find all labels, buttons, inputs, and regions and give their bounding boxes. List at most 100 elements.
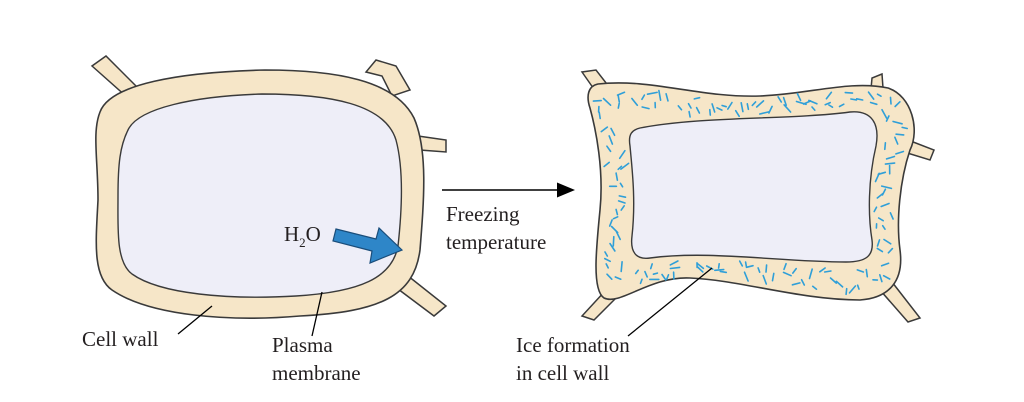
- transition: Freezing temperature: [442, 182, 575, 254]
- ice-crystal: [824, 101, 832, 106]
- ice-crystal: [885, 155, 896, 160]
- ice-crystal: [687, 102, 692, 109]
- ice-crystal: [616, 91, 626, 96]
- ice-crystal: [765, 264, 768, 273]
- ice-crystal: [865, 268, 869, 278]
- ice-crystal: [882, 274, 891, 280]
- ice-crystal: [895, 150, 905, 155]
- ice-crystal: [745, 264, 754, 269]
- water-label-tail: O: [306, 222, 321, 246]
- ice-crystal: [677, 105, 683, 111]
- ice-crystal: [791, 282, 801, 286]
- ice-crystal: [762, 274, 768, 285]
- ice-crystal: [848, 285, 857, 294]
- ice-crystals: [592, 89, 909, 296]
- ice-crystal: [873, 206, 878, 213]
- ice-crystal: [716, 107, 723, 111]
- ice-crystal: [603, 257, 612, 263]
- ice-crystal: [856, 284, 860, 290]
- ice-crystal: [612, 235, 615, 247]
- water-label: H2O: [284, 222, 321, 250]
- ice-crystal: [878, 273, 883, 283]
- ice-crystal: [620, 260, 623, 273]
- ice-crystal: [883, 142, 887, 151]
- ice-crystal: [835, 280, 844, 288]
- ice-crystal: [744, 261, 748, 268]
- ice-crystal: [838, 103, 845, 108]
- ice-crystal: [876, 93, 882, 97]
- ice-crystal: [746, 103, 750, 111]
- ice-crystal: [751, 101, 757, 107]
- freezing-label-line1: Freezing: [446, 202, 520, 226]
- ice-crystal: [850, 98, 858, 101]
- ice-crystal: [652, 272, 659, 276]
- ice-crystal: [845, 287, 848, 296]
- ice-crystal: [631, 97, 639, 107]
- ice-crystal: [606, 273, 613, 281]
- ice-crystal: [649, 263, 654, 270]
- ice-crystal: [895, 133, 905, 136]
- ice-crystal: [877, 217, 885, 222]
- ice-crystal: [829, 277, 838, 284]
- ice-crystal: [880, 202, 890, 208]
- ice-crystal: [738, 260, 744, 267]
- ice-crystal: [619, 182, 624, 188]
- ice-crystal: [757, 267, 761, 274]
- ice-crystal: [894, 101, 901, 108]
- cell-wall-leader: [177, 305, 213, 335]
- ice-crystal: [884, 162, 896, 165]
- ice-crystal: [783, 262, 787, 271]
- ice-crystal: [894, 136, 899, 145]
- ice-crystal: [696, 266, 704, 273]
- ice-crystal: [889, 212, 894, 220]
- ice-crystal: [719, 270, 728, 274]
- ice-crystal: [620, 162, 630, 170]
- ice-crystal: [758, 111, 770, 115]
- ice-crystal: [617, 94, 621, 103]
- ice-crystal: [620, 205, 626, 211]
- ice-crystal: [661, 273, 667, 281]
- ice-crystal: [811, 106, 816, 111]
- ice-crystal: [901, 126, 909, 130]
- ice-crystal: [892, 120, 903, 125]
- ice-crystal: [782, 271, 792, 277]
- ice-crystal: [717, 262, 721, 269]
- ice-crystal: [615, 208, 619, 216]
- ice-crystal: [644, 270, 649, 278]
- cell-wall-label: Cell wall: [82, 327, 159, 351]
- ice-crystal: [606, 145, 612, 153]
- ice-crystal: [669, 266, 681, 270]
- ice-crystal: [880, 185, 893, 190]
- ice-crystal: [603, 161, 611, 168]
- ice-crystal: [639, 278, 643, 285]
- water-arrow-icon: [332, 226, 404, 264]
- ice-crystal: [808, 268, 814, 280]
- ice-crystal: [634, 269, 640, 275]
- water-label-main: H: [284, 222, 299, 246]
- ice-crystal: [646, 91, 658, 95]
- ice-crystal: [708, 108, 712, 116]
- ice-crystal: [755, 100, 765, 108]
- ice-crystal: [602, 97, 612, 106]
- ice-crystal: [783, 104, 792, 113]
- ice-crystal: [887, 247, 894, 254]
- ice-crystal: [610, 225, 619, 234]
- ice-crystal: [614, 276, 622, 281]
- water-label-subscript: 2: [299, 235, 306, 250]
- plasma-membrane-leader: [311, 291, 323, 337]
- ice-crystal: [693, 96, 701, 100]
- ice-crystal: [782, 96, 788, 107]
- ice-crystal: [605, 263, 610, 269]
- ice-crystal: [695, 106, 701, 114]
- ice-crystal: [885, 115, 890, 122]
- ice-crystal: [612, 216, 619, 220]
- ice-crystal: [881, 108, 888, 119]
- ice-crystal: [802, 100, 812, 105]
- ice-crystal: [818, 267, 826, 273]
- ice-crystal: [800, 278, 806, 286]
- ice-crystal: [609, 242, 616, 252]
- ice-crystal: [876, 239, 881, 247]
- ice-crystal: [743, 271, 749, 282]
- ice-crystal: [883, 238, 892, 245]
